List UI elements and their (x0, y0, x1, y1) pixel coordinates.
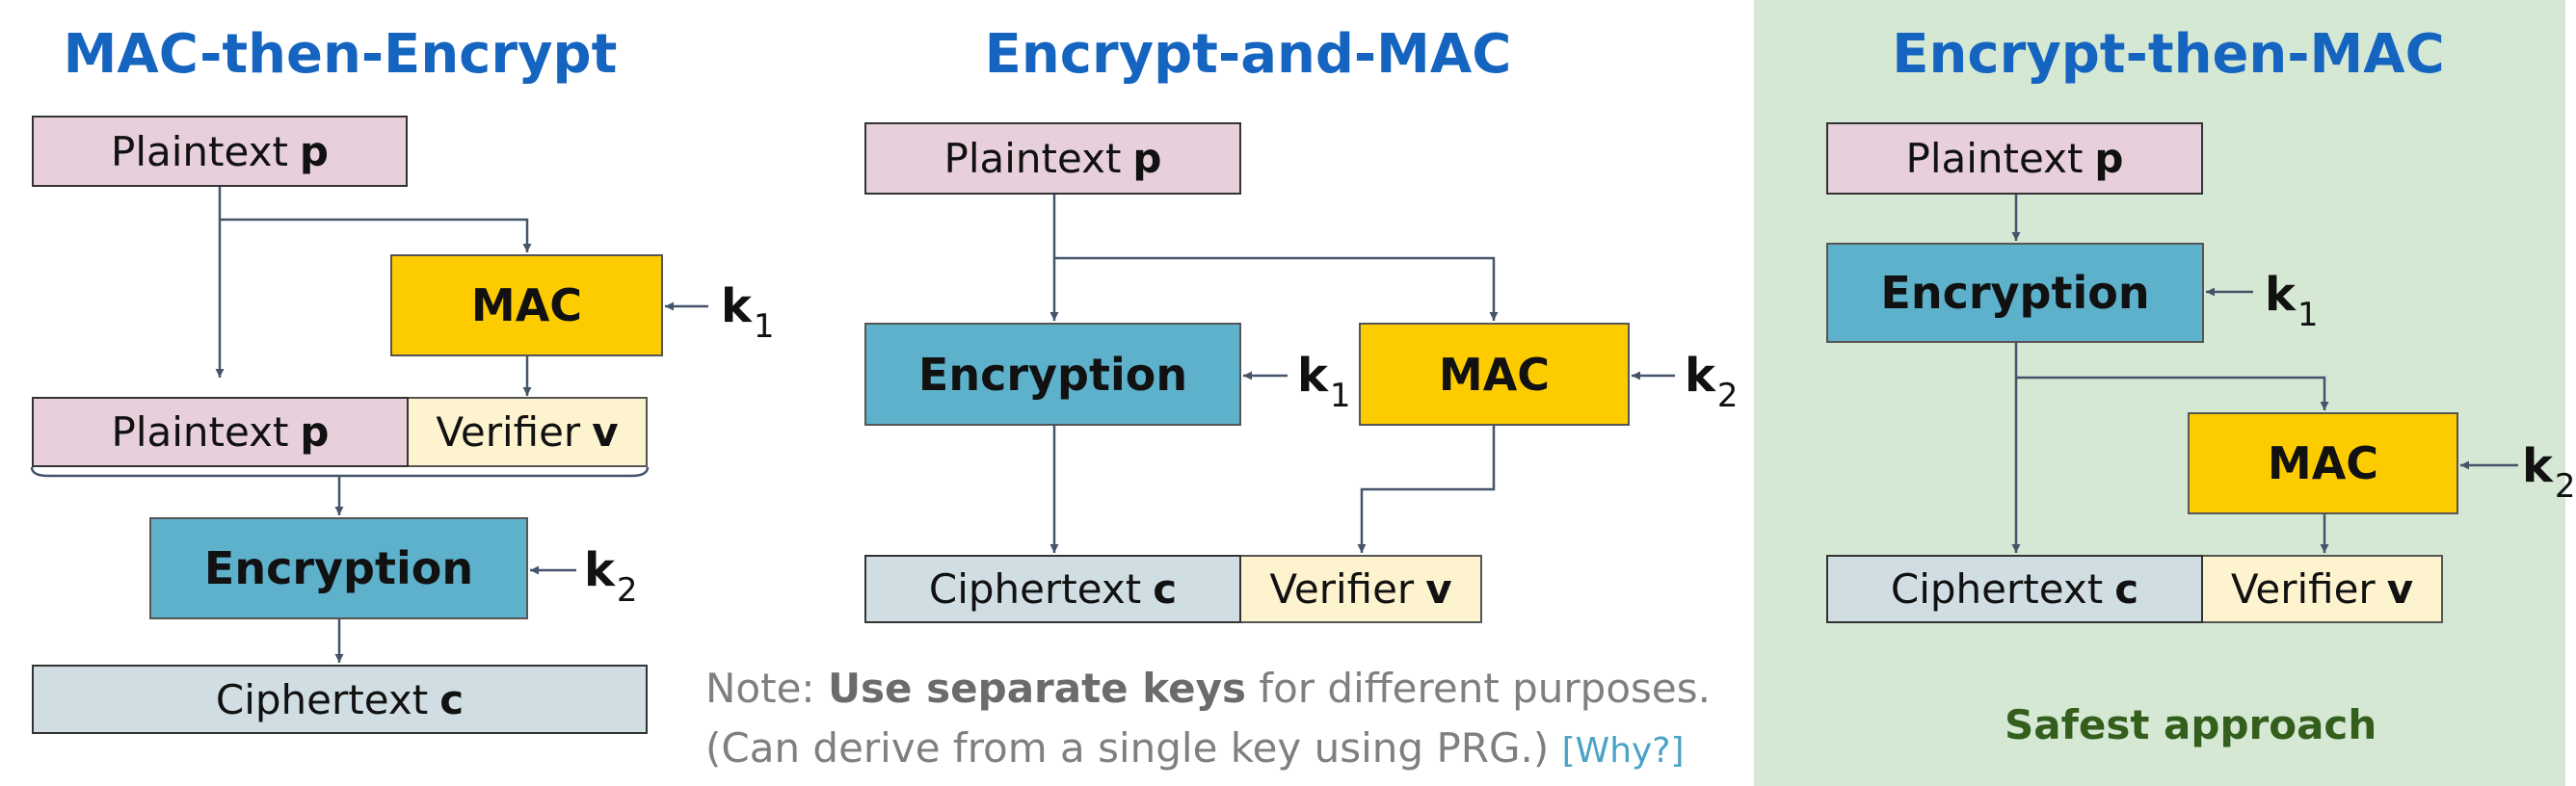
etm-ciphertext-var: c (2114, 565, 2139, 613)
mte-mac-box: MAC (390, 254, 663, 356)
etm-mac-box: MAC (2188, 412, 2458, 514)
eam-arrow-plaintext-to-mac (1054, 256, 1499, 321)
eam-arrow-mac-to-verifier (1357, 426, 1496, 553)
etm-verifier-label: Verifier (2230, 565, 2376, 613)
eam-key-enc-letter: k (1297, 349, 1328, 403)
prg-note: (Can derive from a single key using PRG.… (705, 724, 1685, 772)
encrypt-and-mac-title: Encrypt-and-MAC (984, 23, 1512, 86)
eam-key-enc-subscript: 1 (1329, 377, 1351, 415)
note-prefix: Note: (705, 665, 828, 712)
mte-key-enc-subscript: 2 (616, 571, 638, 610)
etm-verifier-var: v (2386, 565, 2414, 613)
eam-key-mac: k2 (1685, 349, 1739, 415)
mte-verifier-var: v (592, 408, 619, 456)
etm-encryption-label: Encryption (1880, 267, 2150, 319)
etm-key-enc-subscript: 1 (2297, 296, 2319, 334)
eam-verifier-var: v (1425, 565, 1452, 613)
eam-ciphertext-var: c (1153, 565, 1178, 613)
mte-plaintext-label: Plaintext (111, 127, 288, 175)
mac-then-encrypt-title: MAC-then-Encrypt (63, 23, 618, 86)
etm-plaintext-var: p (2094, 135, 2124, 182)
eam-key-mac-subscript: 2 (1716, 377, 1739, 415)
separate-keys-note: Note: Use separate keys for different pu… (705, 665, 1711, 712)
mte-verifier-label: Verifier (436, 408, 581, 456)
mte-encryption-box: Encryption (149, 517, 528, 619)
safest-approach-label: Safest approach (2005, 701, 2377, 748)
note-line2: (Can derive from a single key using PRG.… (705, 724, 1550, 772)
etm-encryption-box: Encryption (1826, 243, 2204, 343)
etm-ciphertext-label: Ciphertext (1890, 565, 2104, 613)
mte-encryption-label: Encryption (203, 542, 474, 594)
note-emphasis: Use separate keys (827, 665, 1246, 712)
eam-plaintext-var: p (1132, 135, 1162, 182)
mte-key-mac-subscript: 1 (753, 307, 775, 346)
eam-encryption-label: Encryption (917, 348, 1188, 401)
mte-plaintext-var: p (299, 127, 329, 175)
eam-key-enc: k1 (1297, 349, 1351, 415)
eam-key-mac-letter: k (1685, 349, 1715, 403)
eam-ciphertext-label: Ciphertext (928, 565, 1142, 613)
eam-plaintext-label: Plaintext (943, 135, 1122, 182)
mte-key-enc-letter: k (584, 543, 615, 597)
etm-key-enc-letter: k (2265, 268, 2296, 322)
mte-ciphertext-var: c (439, 675, 465, 723)
mte-ciphertext-label: Ciphertext (215, 675, 429, 723)
eam-encryption-box: Encryption (864, 323, 1241, 426)
etm-key-mac: k2 (2522, 439, 2576, 506)
note-suffix: for different purposes. (1245, 665, 1711, 712)
etm-mac-label: MAC (2267, 437, 2379, 489)
mte-key-mac: k1 (721, 279, 775, 346)
etm-key-enc: k1 (2265, 268, 2319, 334)
mte-key-enc: k2 (584, 543, 638, 610)
etm-plaintext-label: Plaintext (1905, 135, 2084, 182)
etm-key-mac-letter: k (2522, 439, 2553, 493)
eam-mac-label: MAC (1438, 348, 1551, 401)
encrypt-then-mac-title: Encrypt-then-MAC (1892, 23, 2445, 86)
etm-key-mac-subscript: 2 (2554, 467, 2576, 506)
mte-mac-label: MAC (470, 279, 583, 331)
eam-verifier-label: Verifier (1269, 565, 1415, 613)
why-link[interactable]: [Why?] (1561, 731, 1685, 771)
mte-concat-plaintext-var: p (300, 408, 330, 456)
mte-key-mac-letter: k (721, 279, 752, 333)
eam-mac-box: MAC (1359, 323, 1630, 426)
mte-arrow-plaintext-to-mac (220, 218, 532, 252)
mte-concat-plaintext-label: Plaintext (111, 408, 289, 456)
mte-concat-brace (30, 466, 650, 478)
etm-arrow-encryption-to-mac (2016, 376, 2329, 410)
